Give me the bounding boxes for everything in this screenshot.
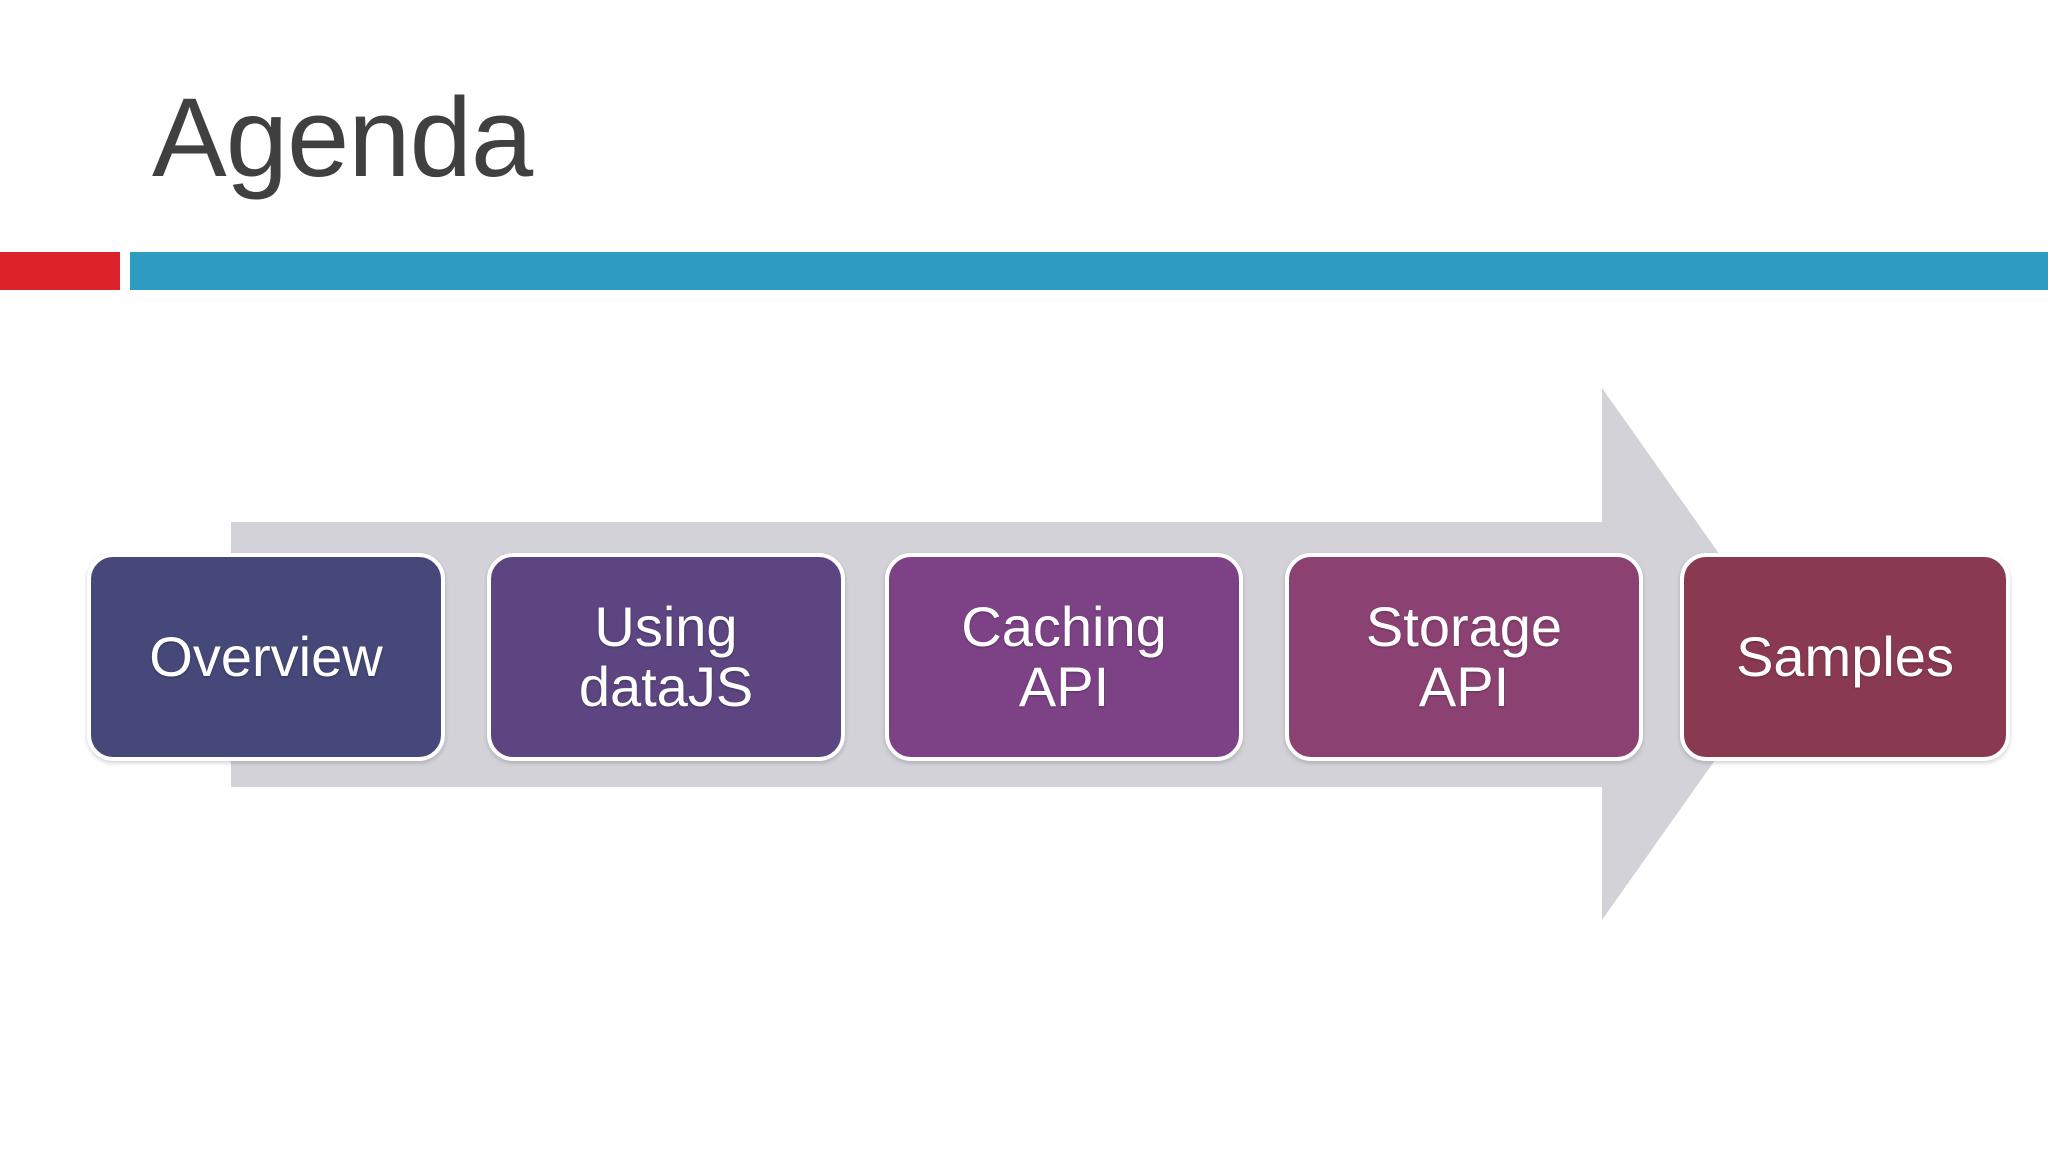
process-step-label: Overview	[149, 624, 383, 688]
process-step-label: Storage API	[1365, 594, 1563, 718]
accent-bar-red	[0, 252, 120, 290]
process-step-samples[interactable]: Samples	[1680, 553, 2010, 761]
process-step-label: Caching API	[961, 594, 1167, 718]
process-step-label: Samples	[1736, 624, 1954, 688]
process-step-overview[interactable]: Overview	[87, 553, 445, 761]
process-step-storage-api[interactable]: Storage API	[1285, 553, 1643, 761]
accent-bar-blue	[130, 252, 2048, 290]
process-step-using-datajs[interactable]: Using dataJS	[487, 553, 845, 761]
page-title: Agenda	[152, 75, 533, 200]
process-step-caching-api[interactable]: Caching API	[885, 553, 1243, 761]
process-step-list: Overview Using dataJS Caching API Storag…	[0, 553, 2048, 761]
process-step-label: Using dataJS	[578, 594, 754, 718]
